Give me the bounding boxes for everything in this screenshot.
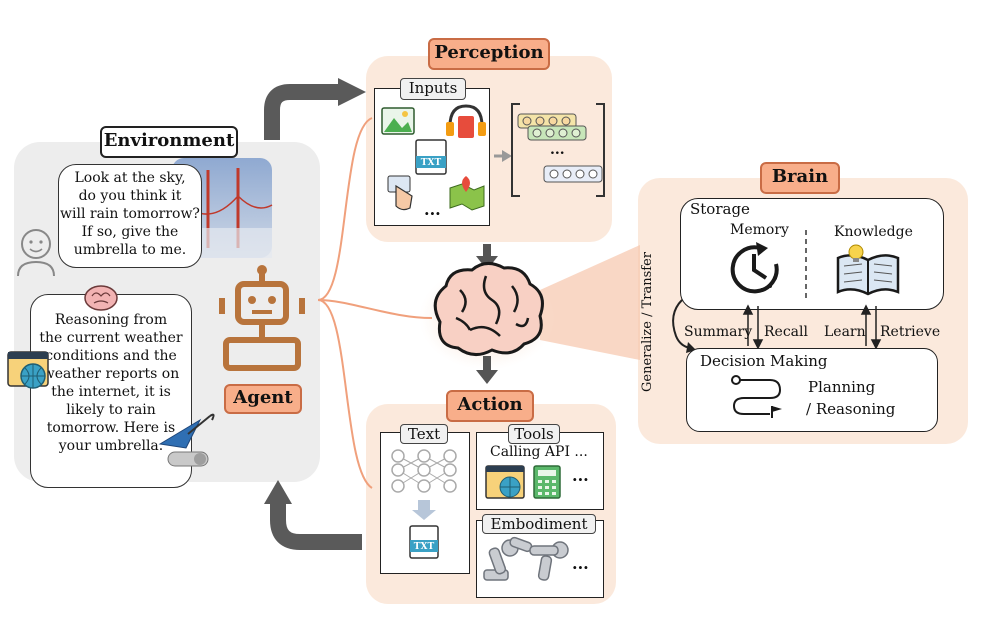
brain-title: Brain — [760, 162, 840, 194]
tools-tab: Tools — [508, 424, 560, 444]
audio-icon — [446, 104, 486, 138]
perception-title: Perception — [428, 38, 550, 70]
knowledge-book-icon — [836, 244, 900, 296]
embodiment-more: ... — [572, 554, 589, 573]
storage-decision-arrows — [742, 304, 882, 350]
memory-label: Memory — [730, 222, 789, 238]
tools-more: ... — [572, 466, 589, 485]
connector-action — [317, 299, 373, 489]
text-tab: Text — [400, 424, 448, 444]
agent-speech-bubble: Reasoning from the current weather condi… — [30, 294, 192, 488]
embodiment-tab: Embodiment — [482, 514, 596, 534]
arrow-to-perception — [264, 84, 340, 140]
arrow-perception-brain — [483, 244, 491, 258]
robot-arm-small-icon — [167, 451, 209, 467]
robot-arm-2-icon — [529, 541, 569, 581]
arrow-to-environment — [270, 502, 362, 550]
connector-perception — [317, 117, 373, 301]
agent-line-3: conditions and the — [45, 348, 177, 364]
agent-line-7: tomorrow. Here is — [46, 420, 176, 436]
storage-box — [680, 198, 944, 310]
browser-globe-icon — [485, 465, 525, 499]
arrow-to-environment-head — [264, 480, 292, 504]
web-globe-icon — [7, 351, 49, 389]
calculator-icon — [533, 465, 561, 499]
umbrella-icon — [158, 413, 215, 449]
agent-line-2: the current weather — [39, 330, 183, 346]
small-brain-icon — [84, 285, 118, 311]
planning-label: Planning — [808, 378, 876, 396]
user-line-3: will rain tomorrow? — [60, 206, 200, 222]
action-title: Action — [446, 390, 534, 422]
inputs-more: ... — [424, 200, 441, 219]
touch-screen-icon — [387, 175, 413, 211]
calling-api-label: Calling API ... — [490, 444, 588, 460]
environment-title: Environment — [100, 126, 238, 158]
user-line-5: umbrella to me. — [73, 242, 187, 258]
image-icon — [381, 107, 415, 135]
storage-label: Storage — [690, 200, 750, 218]
decision-making-label: Decision Making — [700, 352, 828, 370]
brain-glow-cone — [540, 245, 640, 360]
user-line-4: If so, give the — [81, 224, 179, 240]
summary-label: Summary — [684, 324, 753, 340]
connector-brain — [317, 299, 433, 319]
token-row-2 — [527, 125, 587, 141]
agent-line-1: Reasoning from — [54, 312, 168, 328]
agent-line-6: likely to rain — [66, 402, 156, 418]
knowledge-label: Knowledge — [834, 224, 913, 240]
agent-line-5: the internet, it is — [51, 384, 171, 400]
retrieve-label: Retrieve — [880, 324, 941, 340]
agent-line-4: weather reports on — [42, 366, 180, 382]
arrow-to-perception-head — [338, 78, 366, 106]
text-file-icon — [415, 139, 447, 175]
user-speech-bubble: Look at the sky, do you think it will ra… — [58, 164, 202, 268]
robot-arm-1-icon — [483, 536, 533, 581]
embedding-more: ... — [550, 142, 565, 158]
token-row-3 — [543, 165, 603, 183]
perception-txt-label: TXT — [420, 158, 442, 168]
decision-making-box — [686, 348, 938, 432]
agent-line-8: your umbrella. — [58, 438, 164, 454]
recall-label: Recall — [764, 324, 808, 340]
map-location-icon — [449, 176, 485, 211]
action-txt-label: TXT — [413, 542, 435, 552]
reasoning-label: / Reasoning — [806, 400, 896, 418]
memory-clock-icon — [730, 242, 779, 294]
learn-label: Learn — [824, 324, 866, 340]
inputs-tab: Inputs — [400, 78, 466, 100]
user-line-2: do you think it — [78, 188, 182, 204]
user-line-1: Look at the sky, — [74, 170, 186, 186]
arrow-brain-action — [483, 356, 491, 372]
agent-label: Agent — [224, 384, 302, 414]
